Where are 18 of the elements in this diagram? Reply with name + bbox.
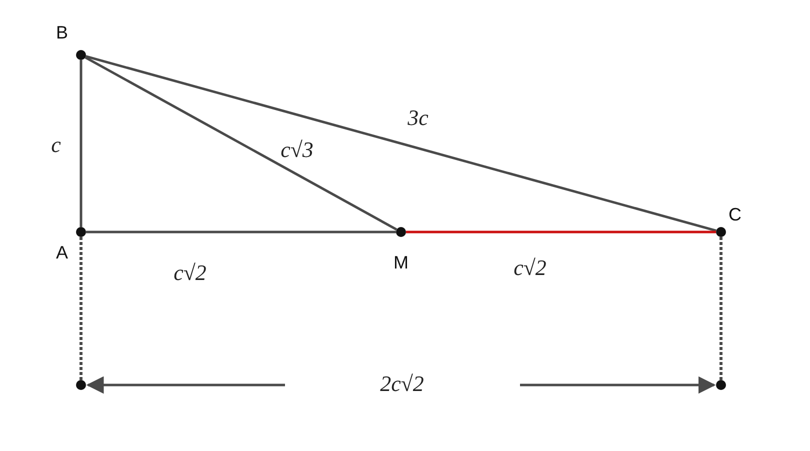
line-segment bbox=[80, 60, 82, 227]
line-segment bbox=[85, 55, 717, 232]
dotted-line bbox=[720, 237, 722, 380]
point bbox=[716, 227, 726, 237]
point bbox=[76, 50, 86, 60]
point bbox=[76, 227, 86, 237]
line-segment bbox=[86, 230, 396, 234]
point bbox=[76, 380, 86, 390]
line-segment bbox=[84, 56, 398, 231]
point-label: B bbox=[56, 22, 68, 44]
point-label: A bbox=[56, 242, 68, 264]
point bbox=[716, 380, 726, 390]
line-segment bbox=[406, 230, 716, 234]
point bbox=[396, 227, 406, 237]
length-label: c√3 bbox=[278, 137, 316, 163]
point-label: C bbox=[728, 204, 742, 226]
dotted-line bbox=[80, 237, 82, 380]
point-label: M bbox=[394, 252, 408, 274]
